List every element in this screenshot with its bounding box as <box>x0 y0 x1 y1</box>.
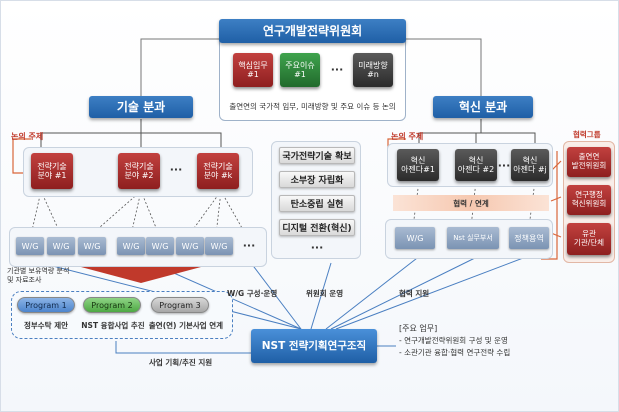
right-branch-title: 혁신 분과 <box>433 96 533 118</box>
left-wg-1: W/G <box>16 237 44 255</box>
left-discuss-label: 논의 주제 <box>11 132 44 141</box>
top-committee-title: 연구개발전략위원회 <box>219 19 406 43</box>
collab-item-1-label: 출연연 발전위원회 <box>571 152 607 170</box>
left-field-1: 전략기술 분야 #1 <box>31 153 73 189</box>
link-band <box>393 195 549 211</box>
label-wg-ops: W/G 구성·운영 <box>227 289 278 298</box>
center-item-4: 디지털 전환(혁신) <box>279 219 355 236</box>
duties-title: [주요 업무] <box>399 324 438 333</box>
left-wg-4: W/G <box>117 237 145 255</box>
collab-item-2: 연구행정 혁신위원회 <box>567 185 611 215</box>
right-policy: 정책용역 <box>509 227 549 249</box>
right-agenda-2: 혁신 아젠다 #2 <box>455 149 497 181</box>
program-2-desc: NST 융합사업 추진 <box>81 321 145 330</box>
right-discuss-label: 논의 주제 <box>391 132 424 141</box>
left-field-3: 전략기술 분야 #k <box>197 153 239 189</box>
right-wg: W/G <box>395 227 435 249</box>
left-branch-title: 기술 분과 <box>89 96 193 118</box>
nst-org-box: NST 전략기획연구조직 <box>251 329 377 363</box>
right-nst-unit: Nst 실무부서 <box>447 227 499 249</box>
right-agenda-3: 혁신 아젠다 #j <box>511 149 549 181</box>
left-wg-7: W/G <box>205 237 233 255</box>
center-item-3: 탄소중립 실현 <box>279 195 355 212</box>
label-committee-ops: 위원회 운영 <box>306 289 344 298</box>
label-collab-support: 협력 지원 <box>399 289 430 298</box>
top-item-3-label: 미래방향 #n <box>358 60 388 79</box>
left-field-3-label: 전략기술 분야 #k <box>203 161 233 180</box>
top-item-1-label: 핵심임무 #1 <box>238 60 268 79</box>
program-3-pill: Program 3 <box>151 297 209 313</box>
collab-item-1: 출연연 발전위원회 <box>567 147 611 177</box>
top-item-1: 핵심임무 #1 <box>233 53 273 87</box>
right-agenda-1: 혁신 아젠다#1 <box>397 149 439 181</box>
left-field-1-label: 전략기술 분야 #1 <box>37 161 67 180</box>
top-ellipsis: ··· <box>330 63 344 76</box>
right-agenda-1-label: 혁신 아젠다#1 <box>401 155 435 174</box>
top-item-2: 주요이슈 #1 <box>280 53 320 87</box>
right-agenda-2-label: 혁신 아젠다 #2 <box>457 155 495 174</box>
top-item-3: 미래방향 #n <box>353 53 393 87</box>
left-wg-5: W/G <box>146 237 174 255</box>
program-1-desc: 정부수탁 제안 <box>23 321 68 330</box>
analysis-arrow-icon <box>81 267 201 283</box>
left-wg-2: W/G <box>47 237 75 255</box>
left-wg-3: W/G <box>78 237 106 255</box>
center-item-2: 소부장 자립화 <box>279 171 355 188</box>
top-caption: 출연연의 국가적 임무, 미래방향 및 주요 이슈 등 논의 <box>229 102 396 111</box>
left-wg-6: W/G <box>176 237 204 255</box>
left-analysis-note: 기관별 보유역량 분석 및 자료조사 <box>7 267 70 284</box>
right-agenda-ellipsis: ··· <box>497 159 511 172</box>
duty-item-1: - 연구개발전략위원회 구성 및 운영 <box>399 336 508 345</box>
left-field-2: 전략기술 분야 #2 <box>118 153 160 189</box>
collab-group-title: 협력그룹 <box>573 130 601 139</box>
program-2-pill: Program 2 <box>83 297 141 313</box>
collab-item-3: 유관 기관/단체 <box>567 223 611 255</box>
duty-item-2: - 소관기관 융합·협력 연구전략 수립 <box>399 348 511 357</box>
right-agenda-3-label: 혁신 아젠다 #j <box>513 155 547 174</box>
collab-item-3-label: 유관 기관/단체 <box>573 229 605 247</box>
program-3-desc: 출연(연) 기본사업 연계 <box>148 321 224 330</box>
program-1-pill: Program 1 <box>17 297 75 313</box>
left-wg-ellipsis: ··· <box>242 239 256 252</box>
left-field-ellipsis: ··· <box>169 163 183 176</box>
left-field-2-label: 전략기술 분야 #2 <box>124 161 154 180</box>
top-item-2-label: 주요이슈 #1 <box>285 60 315 79</box>
center-ellipsis: ··· <box>310 241 324 254</box>
label-plan-support: 사업 기획/추진 지원 <box>149 358 213 367</box>
link-label: 협력 / 연계 <box>453 199 489 208</box>
collab-item-2-label: 연구행정 혁신위원회 <box>571 190 607 208</box>
center-item-1: 국가전략기술 확보 <box>279 147 355 164</box>
